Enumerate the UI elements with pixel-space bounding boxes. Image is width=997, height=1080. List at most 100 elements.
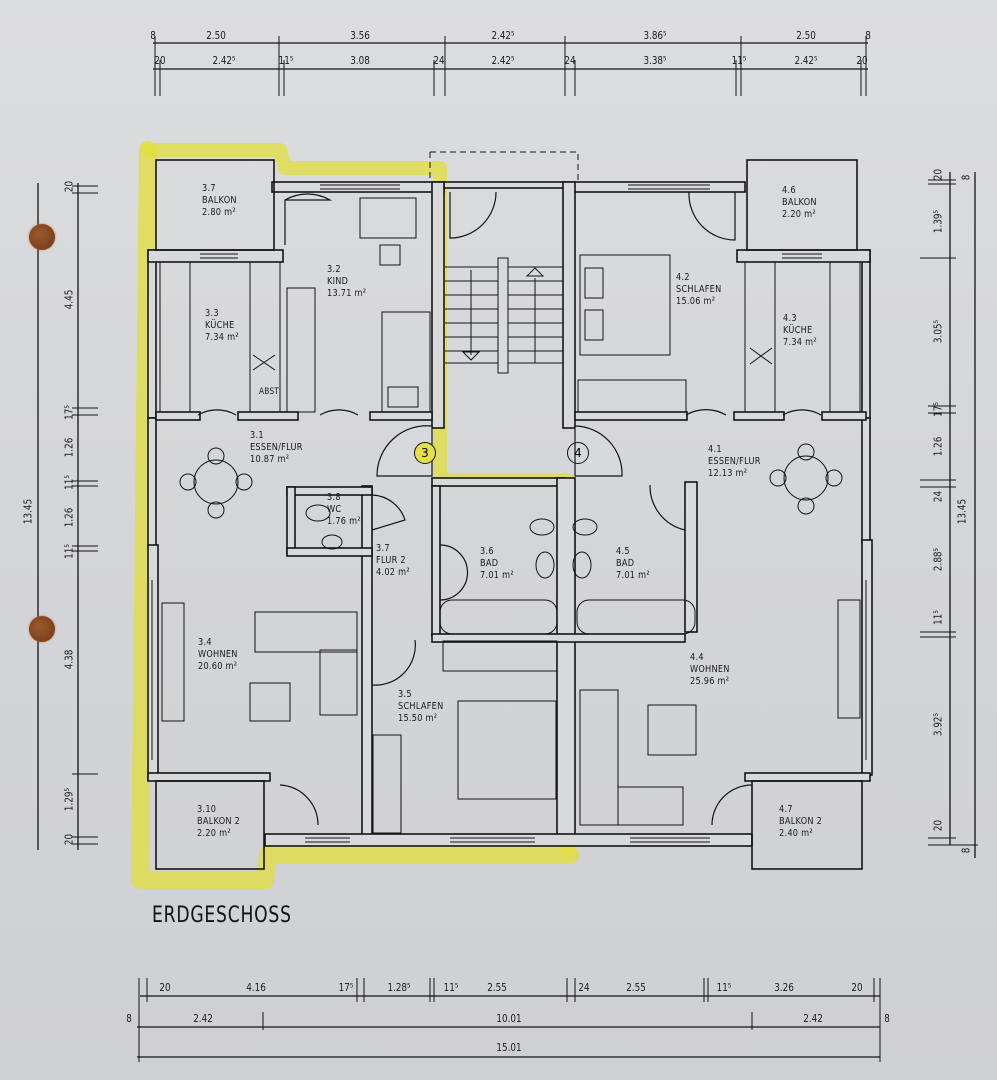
room-area: 7.34 m² xyxy=(205,332,239,343)
binder-hole xyxy=(29,224,55,250)
room-id: 4.6 xyxy=(782,185,796,196)
room-area: 2.20 m² xyxy=(197,828,231,839)
room-id: 4.4 xyxy=(690,652,704,663)
dimension-label: 11⁵ xyxy=(443,981,459,994)
room-area: 4.02 m² xyxy=(376,567,410,578)
room-name: ESSEN/FLUR xyxy=(250,442,303,453)
room-area: 7.01 m² xyxy=(480,570,514,581)
unit-marker-3: 3 xyxy=(414,442,436,464)
dimension-label: 3.92⁵ xyxy=(931,712,945,737)
room-id: 3.7 xyxy=(376,543,390,554)
dimension-label: 8 xyxy=(126,1012,132,1025)
room-id: 3.10 xyxy=(197,804,217,815)
room-id: 3.1 xyxy=(250,430,264,441)
room-area: 10.87 m² xyxy=(250,454,290,465)
room-name: BAD xyxy=(616,558,635,569)
room-area: 20.60 m² xyxy=(198,661,238,672)
dimension-label: 1.26 xyxy=(931,436,945,457)
dimension-label: 1.26 xyxy=(62,437,76,458)
room-id: 4.2 xyxy=(676,272,690,283)
dimension-label: 4.38 xyxy=(62,649,76,670)
dimension-label: 20 xyxy=(62,180,76,193)
dimension-label: 2.42⁵ xyxy=(491,29,515,42)
room-area: 15.06 m² xyxy=(676,296,716,307)
dimension-label: 2.55 xyxy=(626,981,646,994)
room-name: KÜCHE xyxy=(205,320,235,331)
dimension-label: 2.50 xyxy=(796,29,816,42)
dimension-label: 20 xyxy=(931,819,945,832)
room-name: KIND xyxy=(327,276,349,287)
dimension-label: 11⁵ xyxy=(731,54,747,67)
dimension-label: 1.28⁵ xyxy=(387,981,411,994)
dimension-label: 2.50 xyxy=(206,29,226,42)
dimension-label: 20 xyxy=(159,981,171,994)
room-name: FLUR 2 xyxy=(376,555,406,566)
abstellraum-label: ABST xyxy=(259,387,280,397)
dimension-total: 15.01 xyxy=(496,1041,522,1054)
dimension-label: 1.29⁵ xyxy=(62,787,76,812)
room-id: 4.3 xyxy=(783,313,797,324)
dimension-label: 10.01 xyxy=(496,1012,522,1025)
dimension-label: 8 xyxy=(150,29,156,42)
dimension-label: 11⁵ xyxy=(716,981,732,994)
dimension-label: 24 xyxy=(564,54,576,67)
dimension-label: 3.86⁵ xyxy=(643,29,667,42)
dimension-label: 2.42⁵ xyxy=(794,54,818,67)
dimension-label: 4.45 xyxy=(62,289,76,310)
dimension-label: 1.26 xyxy=(62,507,76,528)
dimension-label: 2.88⁵ xyxy=(931,547,945,572)
room-id: 3.6 xyxy=(480,546,494,557)
dimension-label: 2.42 xyxy=(193,1012,213,1025)
room-id: 4.1 xyxy=(708,444,722,455)
room-name: BALKON 2 xyxy=(197,816,241,827)
dimension-label: 20 xyxy=(931,168,945,181)
room-id: 4.7 xyxy=(779,804,793,815)
dimension-label: 8 xyxy=(884,1012,890,1025)
room-name: ESSEN/FLUR xyxy=(708,456,761,467)
room-area: 13.71 m² xyxy=(327,288,367,299)
dimension-label: 3.05⁵ xyxy=(931,319,945,344)
room-name: WOHNEN xyxy=(198,649,238,660)
dimension-label: 11⁵ xyxy=(62,544,76,559)
room-area: 1.76 m² xyxy=(327,516,361,527)
dimension-label: 24 xyxy=(931,490,945,503)
room-name: BALKON 2 xyxy=(779,816,823,827)
dimension-label: 17⁵ xyxy=(62,405,76,420)
dimension-label: 17⁵ xyxy=(931,402,945,417)
dimension-label: 8 xyxy=(959,847,973,854)
dimension-label: 1.39⁵ xyxy=(931,209,945,234)
dimension-label: 24 xyxy=(578,981,590,994)
dimension-label: 8 xyxy=(865,29,871,42)
dimension-label: 3.56 xyxy=(350,29,370,42)
unit-marker-4: 4 xyxy=(567,442,589,464)
room-area: 15.50 m² xyxy=(398,713,438,724)
room-area: 12.13 m² xyxy=(708,468,748,479)
room-name: WC xyxy=(327,504,342,515)
dimension-total: 13.45 xyxy=(21,498,35,525)
room-id: 3.2 xyxy=(327,264,341,275)
dimension-label: 20 xyxy=(851,981,863,994)
room-name: BALKON xyxy=(782,197,817,208)
room-area: 25.96 m² xyxy=(690,676,730,687)
dimension-label: 3.08 xyxy=(350,54,370,67)
room-area: 2.40 m² xyxy=(779,828,813,839)
dimension-label: 2.42⁵ xyxy=(491,54,515,67)
room-name: KÜCHE xyxy=(783,325,813,336)
room-area: 2.80 m² xyxy=(202,207,236,218)
room-name: SCHLAFEN xyxy=(676,284,722,295)
binder-hole xyxy=(29,616,55,642)
dimension-label: 11⁵ xyxy=(62,475,76,490)
